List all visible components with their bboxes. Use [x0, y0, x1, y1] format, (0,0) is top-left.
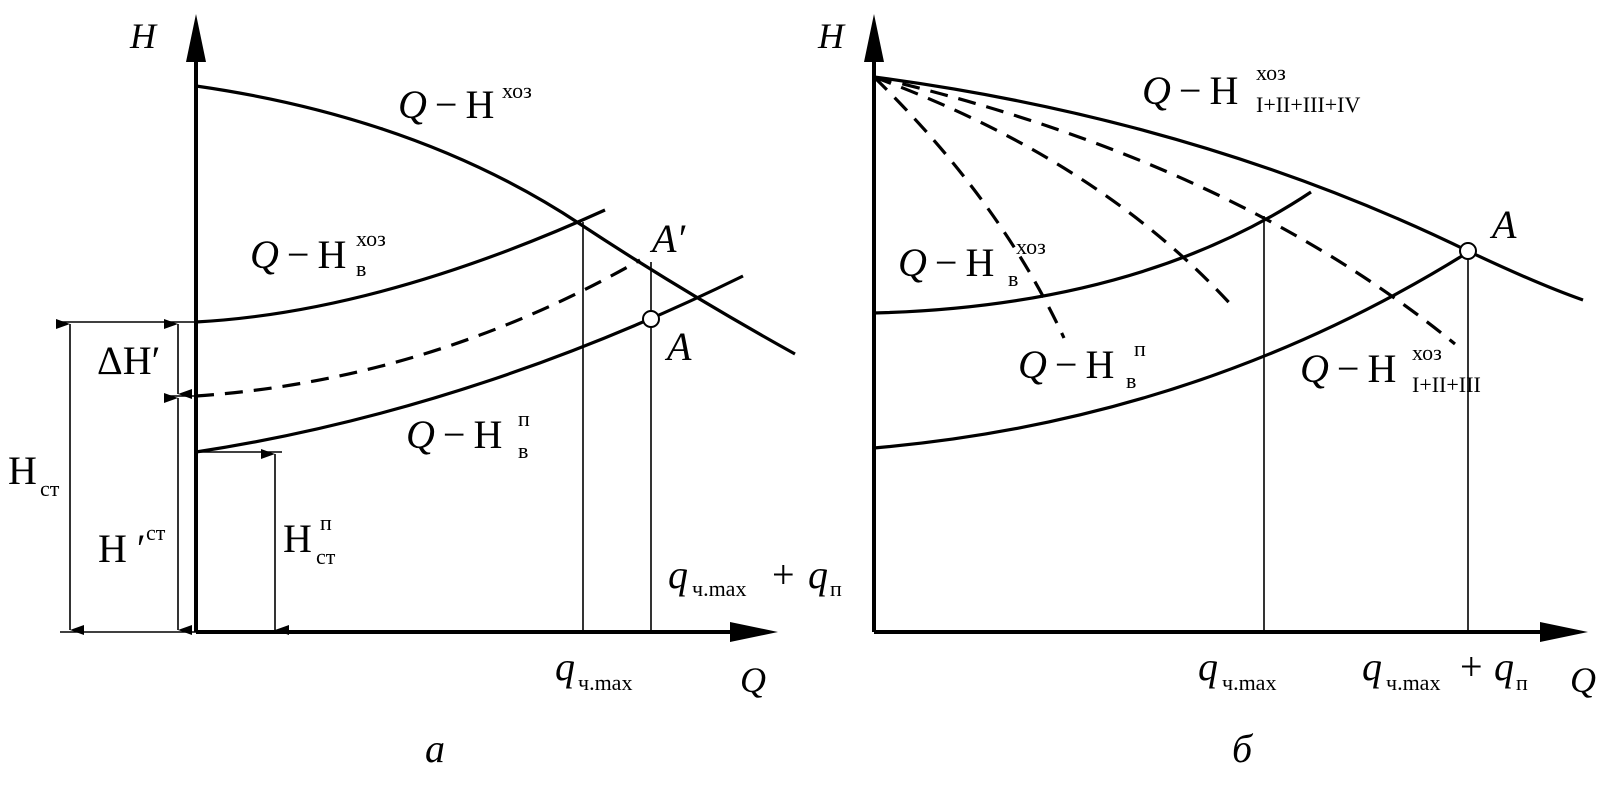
panel-a-point-a — [642, 310, 660, 328]
svg-text:ч.max: ч.max — [1386, 670, 1440, 695]
panel-b-label-q-h-v-hoz: Q−H хоз в — [898, 234, 1046, 291]
panel-a-label-h-prime-st: H ′ ст — [98, 520, 166, 571]
svg-text:q: q — [808, 552, 828, 597]
svg-text:Q−H: Q−H — [398, 82, 494, 127]
svg-text:Q−H: Q−H — [898, 240, 994, 285]
svg-text:п: п — [830, 576, 842, 601]
panel-a-caption: а — [425, 726, 445, 771]
panel-a-label-q-h-v-hoz: Q−H хоз в — [250, 226, 386, 281]
panel-a-y-axis-arrow — [186, 14, 206, 62]
svg-text:в: в — [356, 256, 366, 281]
panel-a-x-axis-arrow — [730, 622, 778, 642]
panel-b-label-q-h-hoz-123: Q−H хоз I+II+III — [1300, 340, 1481, 397]
svg-text:ч.max: ч.max — [692, 576, 746, 601]
svg-text:ч.max: ч.max — [1222, 670, 1276, 695]
panel-a-label-h-p-st: H п ст — [283, 510, 336, 569]
panel-b-label-a: A — [1489, 202, 1517, 247]
svg-text:q: q — [1362, 644, 1382, 689]
svg-text:Q−H: Q−H — [406, 412, 502, 457]
svg-text:Q−H: Q−H — [1018, 342, 1114, 387]
panel-a-curve-q-h-hoz — [195, 84, 796, 356]
svg-text:q: q — [1494, 644, 1514, 689]
panel-a-label-h-st: H ст — [8, 448, 60, 501]
svg-text:+: + — [1460, 644, 1483, 689]
panel-b-curve-dashed-steep — [872, 75, 1066, 339]
svg-text:хоз: хоз — [502, 78, 532, 103]
svg-text:q: q — [668, 552, 688, 597]
svg-text:Q−H: Q−H — [1300, 346, 1396, 391]
panel-b-curve-q-h-v-hoz — [873, 190, 1312, 315]
svg-text:хоз: хоз — [356, 226, 386, 251]
svg-text:ч.max: ч.max — [578, 670, 632, 695]
panel-b-y-axis-arrow — [864, 14, 884, 62]
panel-b-caption: б — [1232, 726, 1254, 771]
panel-b-x-axis-arrow — [1540, 622, 1588, 642]
panel-b-label-q-h-v-p: Q−H п в — [1018, 336, 1146, 393]
panel-a-label-q-h-hoz: Q−H хоз — [398, 78, 532, 127]
svg-text:ст: ст — [40, 476, 60, 501]
svg-text:H: H — [8, 448, 37, 493]
svg-text:q: q — [555, 644, 575, 689]
panel-b-curve-q-h-v-p — [873, 249, 1471, 450]
svg-text:I+II+III: I+II+III — [1412, 372, 1481, 397]
svg-text:+: + — [772, 552, 795, 597]
panel-a-curve-q-h-v-hoz — [195, 208, 606, 324]
svg-text:Q−H: Q−H — [1142, 68, 1238, 113]
panel-a-label-q-sum: q ч.max + q п — [668, 552, 842, 601]
svg-text:q: q — [1198, 644, 1218, 689]
svg-text:ст: ст — [146, 520, 166, 545]
svg-text:H ′: H ′ — [98, 526, 146, 571]
svg-text:в: в — [1008, 266, 1018, 291]
panel-b: H Q A Q−H хоз I+II+III+IV Q−H хоз в Q−H … — [817, 14, 1596, 771]
panel-b-curve-q-h-hoz-123 — [873, 75, 1457, 346]
svg-text:хоз: хоз — [1016, 234, 1046, 259]
panel-a-label-delta-h: ΔH′ — [97, 338, 160, 383]
panel-b-y-axis-label: H — [817, 16, 846, 56]
svg-text:в: в — [518, 438, 528, 463]
svg-text:Q−H: Q−H — [250, 232, 346, 277]
svg-text:п: п — [1516, 670, 1528, 695]
panel-a-label-q-h-v-p: Q−H п в — [406, 406, 530, 463]
panel-a-curve-q-h-v-dashed — [195, 258, 641, 398]
svg-text:п: п — [518, 406, 530, 431]
svg-text:п: п — [1134, 336, 1146, 361]
panel-b-label-q-max: q ч.max — [1198, 644, 1276, 695]
panel-b-curve-dashed-mid — [873, 75, 1236, 310]
panel-b-point-a — [1459, 242, 1477, 260]
svg-text:хоз: хоз — [1412, 340, 1442, 365]
panel-a-label-q-max: q ч.max — [555, 644, 632, 695]
svg-text:п: п — [320, 510, 332, 535]
panel-a-label-a: A — [664, 324, 692, 369]
panel-b-label-q-sum: q ч.max + q п — [1362, 644, 1528, 695]
panel-a: H Q Q−H хоз Q−H хоз в Q−H — [8, 14, 842, 771]
svg-text:ст: ст — [316, 544, 336, 569]
panel-a-curve-q-h-v-p — [195, 274, 744, 454]
panel-a-label-a-prime: A′ — [649, 216, 686, 261]
svg-text:хоз: хоз — [1256, 60, 1286, 85]
panel-b-label-q-h-hoz-all: Q−H хоз I+II+III+IV — [1142, 60, 1361, 117]
panel-b-curve-q-h-hoz-all — [873, 75, 1584, 302]
panel-b-x-axis-label: Q — [1570, 660, 1596, 700]
panel-a-x-axis-label: Q — [740, 660, 766, 700]
svg-text:в: в — [1126, 368, 1136, 393]
panel-a-y-axis-label: H — [129, 16, 158, 56]
svg-text:H: H — [283, 516, 312, 561]
svg-text:I+II+III+IV: I+II+III+IV — [1256, 92, 1361, 117]
